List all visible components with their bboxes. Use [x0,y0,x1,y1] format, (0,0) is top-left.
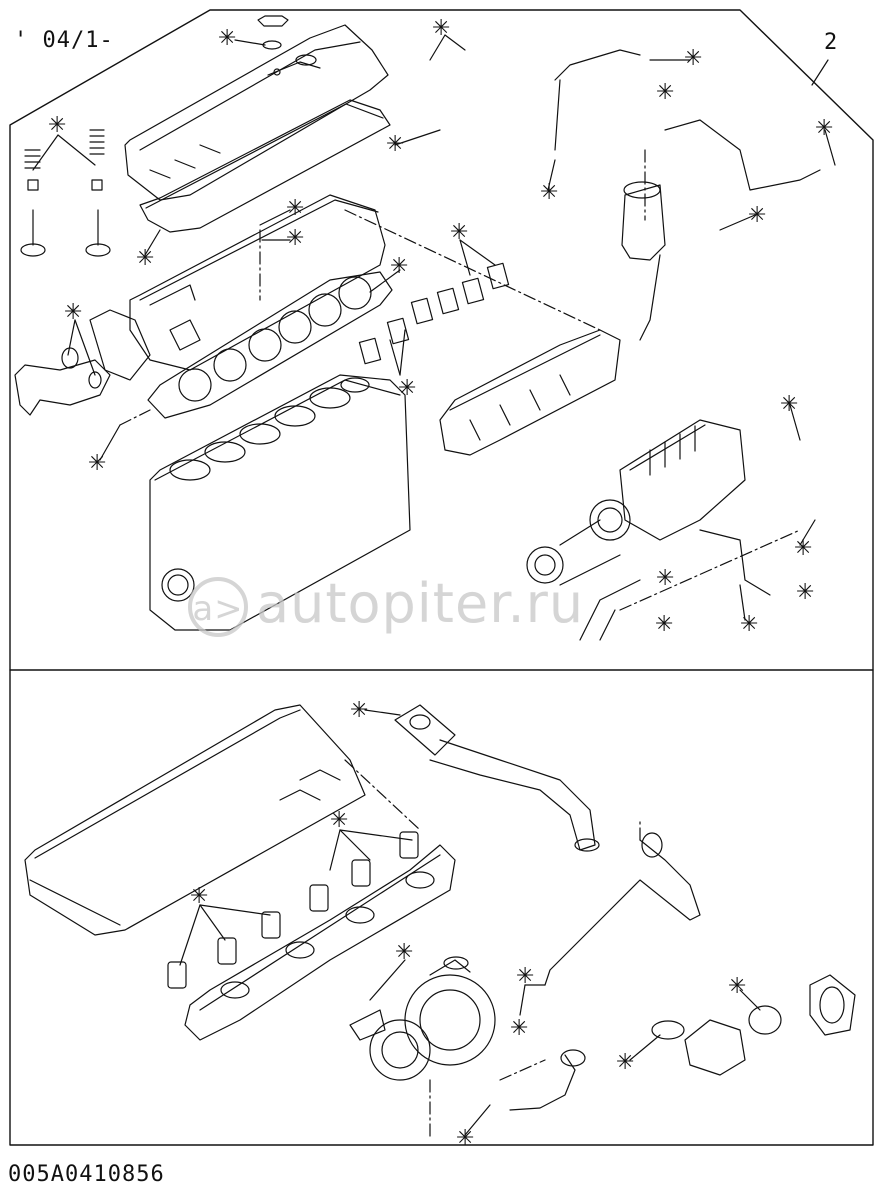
kit-asterisk-icon: ✳ [390,254,409,279]
callout-lines [32,34,836,1136]
turbocharger [349,956,496,1081]
reference-number: 2 [824,30,838,55]
kit-asterisk-icon: ✳ [516,964,535,989]
valve-cover [124,24,389,201]
watermark: a>autopiter.ru [188,572,585,638]
kit-asterisk-icon: ✳ [395,940,414,965]
kit-asterisk-icon: ✳ [286,226,305,251]
kit-asterisk-icon: ✳ [350,698,369,723]
exhaust-manifold-lower [184,844,456,1041]
kit-asterisk-icon: ✳ [728,974,747,999]
watermark-logo-icon: a> [188,577,248,638]
oil-return-line [509,1054,576,1111]
ref-leader-line [811,59,829,86]
manifold-gaskets-lower [167,831,419,989]
cylinder-head [129,194,386,371]
kit-asterisk-icon: ✳ [450,220,469,245]
oil-feed-line [544,839,701,986]
kit-asterisk-icon: ✳ [432,16,451,41]
kit-asterisk-icon: ✳ [398,376,417,401]
kit-asterisk-icon: ✳ [796,580,815,605]
kit-asterisk-icon: ✳ [48,113,67,138]
head-gasket [147,271,393,419]
kit-asterisk-icon: ✳ [218,26,237,51]
exhaust-pipe [394,704,600,852]
kit-asterisk-icon: ✳ [684,46,703,71]
water-pipe [14,309,151,416]
kit-asterisk-icon: ✳ [286,196,305,221]
kit-asterisk-icon: ✳ [456,1126,475,1151]
cylinder-head-lower [24,704,366,936]
intake-manifold-upper [439,329,621,456]
valves [20,129,111,257]
manifold-gaskets-upper [358,262,510,365]
kit-asterisk-icon: ✳ [386,132,405,157]
kit-asterisk-icon: ✳ [64,300,83,325]
kit-asterisk-icon: ✳ [748,203,767,228]
kit-asterisk-icon: ✳ [656,80,675,105]
cylinder-block [149,374,411,631]
kit-asterisk-icon: ✳ [740,612,759,637]
kit-asterisk-icon: ✳ [136,246,155,271]
lower-section-frame [9,669,874,1146]
thermostat-housing [651,974,856,1076]
injection-pump [526,419,746,586]
kit-asterisk-icon: ✳ [540,180,559,205]
date-code: ' 04/1- [14,28,114,53]
fuel-pipes [579,579,641,641]
leader-lines-lower [344,759,641,1141]
kit-asterisk-icon: ✳ [655,612,674,637]
kit-asterisk-icon: ✳ [616,1050,635,1075]
kit-asterisk-icon: ✳ [780,392,799,417]
fuel-return-pipe [699,529,771,596]
kit-asterisk-icon: ✳ [88,451,107,476]
watermark-text: autopiter.ru [256,572,585,635]
kit-asterisk-icon: ✳ [656,566,675,591]
document-id: 005A0410856 [8,1162,165,1187]
kit-asterisk-icon: ✳ [330,808,349,833]
kit-asterisk-icon: ✳ [794,536,813,561]
kit-asterisk-icon: ✳ [190,884,209,909]
leader-lines-upper [119,149,801,611]
kit-asterisk-icon: ✳ [815,116,834,141]
valve-cover-gasket [139,99,391,233]
fuel-filter [554,49,821,341]
kit-asterisk-icon: ✳ [510,1016,529,1041]
